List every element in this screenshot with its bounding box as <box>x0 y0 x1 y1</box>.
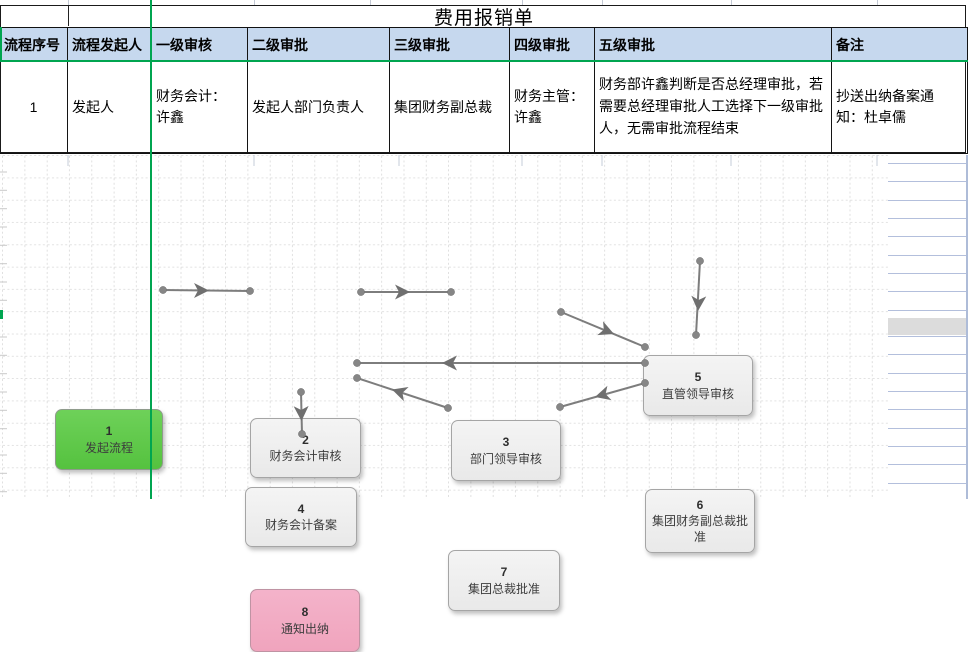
node-number: 7 <box>500 565 508 580</box>
right-sheet-rows[interactable] <box>888 155 970 499</box>
flow-node-finance-record[interactable]: 4 财务会计备案 <box>245 487 357 547</box>
node-number: 4 <box>297 501 305 516</box>
header-label: 二级审批 <box>252 36 308 53</box>
flow-node-start[interactable]: 1 发起流程 <box>55 409 163 470</box>
cell-initiator[interactable]: 发起人 <box>68 61 152 153</box>
table-bottom-border <box>0 152 968 154</box>
cell-value: 集团财务副总裁 <box>394 98 492 115</box>
node-label: 财务会计审核 <box>269 449 342 463</box>
green-accent-left <box>0 27 2 61</box>
cell-level4[interactable]: 财务主管： 许鑫 <box>510 61 595 153</box>
gridline-stub <box>602 0 603 5</box>
header-label: 流程序号 <box>4 36 60 53</box>
header-cell-level1[interactable]: 一级审核 <box>152 28 248 61</box>
header-label: 一级审核 <box>156 36 212 53</box>
cell-remark[interactable]: 抄送出纳备案通 知：杜卓儒 <box>832 61 968 153</box>
flowchart-canvas: 1 发起流程 2 财务会计审核 3 部门领导审核 4 财务会计备案 5 直管领导… <box>0 155 888 652</box>
table-title: 费用报销单 <box>433 7 534 29</box>
node-number: 2 <box>302 432 309 447</box>
cell-process-no[interactable]: 1 <box>0 61 68 153</box>
flow-node-direct-leader-review[interactable]: 5 直管领导审核 <box>643 355 753 416</box>
header-label: 流程发起人 <box>72 36 142 53</box>
header-cell-process-no[interactable]: 流程序号 <box>0 28 68 61</box>
cell-value: 财务主管： 许鑫 <box>514 88 584 125</box>
node-number: 1 <box>105 424 113 439</box>
gridline-stub <box>877 0 878 5</box>
flow-node-notify-cashier[interactable]: 8 通知出纳 <box>250 589 360 652</box>
cell-value: 发起人部门负责人 <box>252 98 364 115</box>
node-label: 集团总裁批准 <box>467 581 540 596</box>
flow-node-group-president-approve[interactable]: 7 集团总裁批准 <box>448 550 560 611</box>
table-title-cell[interactable]: 费用报销单 <box>0 5 968 29</box>
right-column-border <box>966 155 968 499</box>
cell-level2[interactable]: 发起人部门负责人 <box>248 61 390 153</box>
cell-level1[interactable]: 财务会计： 许鑫 <box>152 61 248 153</box>
header-label: 四级审批 <box>514 36 570 53</box>
node-number: 8 <box>301 605 309 620</box>
node-number: 5 <box>694 370 702 385</box>
gridline-stub <box>522 0 523 5</box>
header-cell-level4[interactable]: 四级审批 <box>510 28 595 61</box>
header-cell-remark[interactable]: 备注 <box>832 28 968 61</box>
node-label: 发起流程 <box>84 440 133 455</box>
node-label: 通知出纳 <box>280 621 329 636</box>
node-label: 集团财务副总裁批准 <box>651 513 748 545</box>
title-row-divider <box>68 6 69 26</box>
gridline-stub <box>68 0 69 5</box>
node-label: 直管领导审核 <box>661 386 734 401</box>
header-cell-level5[interactable]: 五级审批 <box>595 28 832 61</box>
cell-value: 财务会计： 许鑫 <box>156 88 226 125</box>
header-cell-initiator[interactable]: 流程发起人 <box>68 28 152 61</box>
header-label: 三级审批 <box>394 36 450 53</box>
node-number: 3 <box>502 435 510 450</box>
header-top-border <box>0 26 968 28</box>
flow-node-dept-leader-review[interactable]: 3 部门领导审核 <box>451 420 561 481</box>
cell-value: 财务部许鑫判断是否总经理审批，若需要总经理审批人工选择下一级审批人，无需审批流程… <box>599 76 823 136</box>
green-accent-vline <box>150 0 152 499</box>
gridline-stub <box>254 0 255 5</box>
cell-value: 发起人 <box>72 98 114 115</box>
green-accent-hline <box>0 60 968 62</box>
selected-cell[interactable] <box>888 318 966 335</box>
flow-node-finance-review[interactable]: 2 财务会计审核 <box>250 418 361 478</box>
node-number: 6 <box>696 497 704 512</box>
header-cell-level3[interactable]: 三级审批 <box>390 28 510 61</box>
cell-value: 抄送出纳备案通 知：杜卓儒 <box>836 88 934 125</box>
cell-value: 1 <box>29 98 38 115</box>
gridline-stub <box>370 0 371 5</box>
header-label: 五级审批 <box>599 36 655 53</box>
gridline-stub <box>731 0 732 5</box>
green-row-stub <box>0 310 3 319</box>
node-label: 财务会计备案 <box>264 518 337 532</box>
cell-level5[interactable]: 财务部许鑫判断是否总经理审批，若需要总经理审批人工选择下一级审批人，无需审批流程… <box>595 61 832 153</box>
cell-level3[interactable]: 集团财务副总裁 <box>390 61 510 153</box>
node-label: 部门领导审核 <box>469 451 542 466</box>
header-cell-level2[interactable]: 二级审批 <box>248 28 390 61</box>
header-label: 备注 <box>836 36 864 53</box>
